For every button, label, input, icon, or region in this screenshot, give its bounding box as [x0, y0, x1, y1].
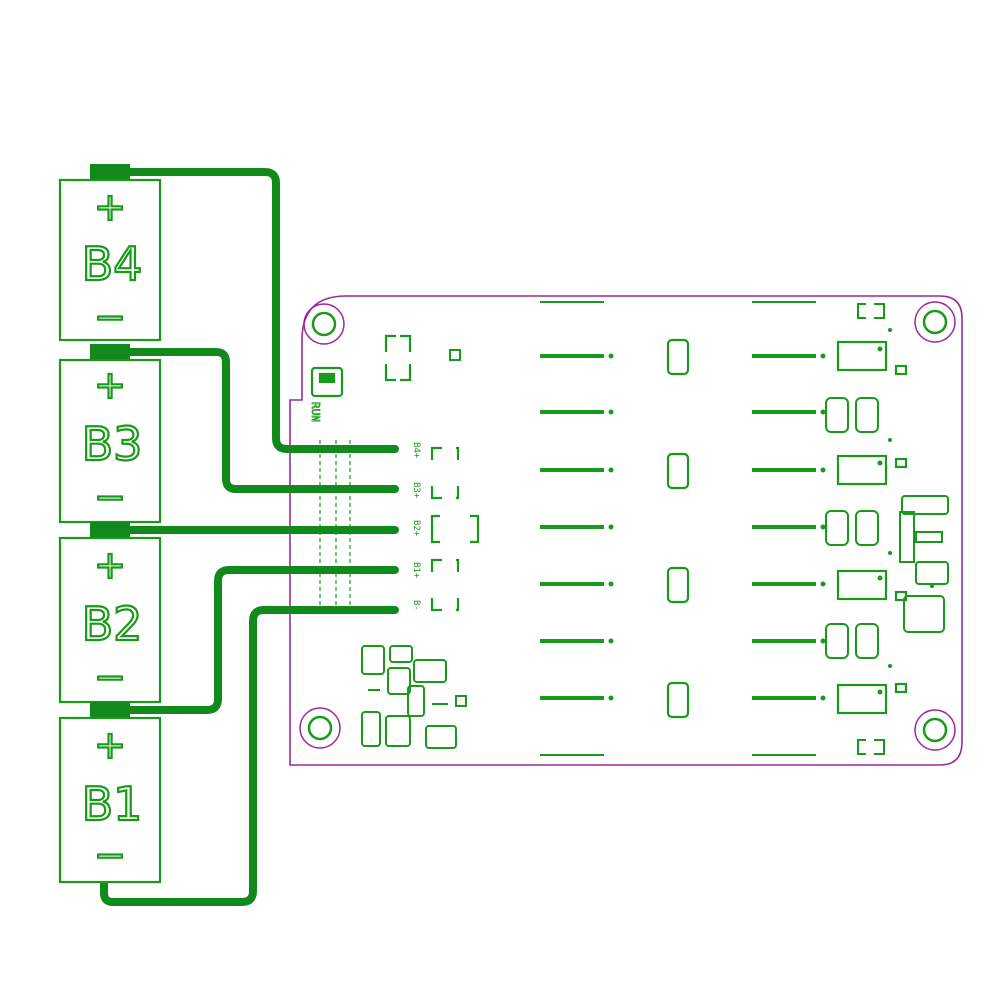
- balance-resistor-dots: [877, 346, 883, 695]
- bottom-left-components: [361, 645, 467, 749]
- bms-board: RUN: [289, 295, 963, 766]
- battery-b3: + B3 −: [58, 344, 162, 524]
- battery-b4-label: B4: [82, 237, 143, 291]
- battery-b1-plus: +: [94, 723, 126, 767]
- balance-resistors: [836, 340, 908, 715]
- pad-dashes: [319, 440, 351, 608]
- battery-b4: + B4 −: [58, 164, 162, 342]
- run-led: [310, 366, 344, 398]
- battery-b2-plus: +: [94, 543, 126, 587]
- mounting-hole-icon: [914, 301, 956, 343]
- resistor-r1: [449, 349, 461, 361]
- capacitor-c1: [384, 334, 412, 382]
- mounting-hole-icon: [303, 303, 345, 345]
- wire-b4-plus: [126, 168, 399, 453]
- middle-capacitors: [666, 338, 690, 719]
- wire-b-minus: [100, 606, 399, 906]
- mounting-hole-icon: [914, 709, 956, 751]
- mosfet-pads-right: [752, 301, 816, 756]
- pin-label-b2: B2+: [411, 520, 421, 537]
- pin-label-bminus: B-: [411, 600, 421, 611]
- mosfet-pins-left: [608, 353, 614, 701]
- battery-b4-minus: −: [94, 295, 126, 339]
- battery-b1-label: B1: [82, 777, 143, 831]
- battery-b2-label: B2: [82, 597, 143, 651]
- battery-b2: + B2 −: [58, 522, 162, 704]
- mosfet-pads-left: [540, 301, 604, 756]
- mounting-hole-icon: [299, 707, 341, 749]
- pin-label-b1: B1+: [411, 562, 421, 579]
- battery-b3-minus: −: [94, 475, 126, 519]
- battery-b3-label: B3: [82, 417, 143, 471]
- run-label: RUN: [309, 402, 322, 422]
- pin-label-b3: B3+: [411, 482, 421, 499]
- wire-b3-plus: [124, 348, 399, 493]
- wires: [100, 168, 399, 906]
- battery-b4-plus: +: [94, 185, 126, 229]
- right-small-dots: [888, 328, 934, 668]
- mosfet-pins-right: [820, 353, 826, 701]
- battery-b2-minus: −: [94, 655, 126, 699]
- wire-b1-plus: [124, 566, 399, 714]
- pin-brackets: [430, 446, 480, 612]
- battery-b3-plus: +: [94, 363, 126, 407]
- battery-b1-minus: −: [94, 833, 126, 877]
- battery-b1: + B1 −: [58, 702, 162, 884]
- pin-label-b4: B4+: [411, 442, 421, 459]
